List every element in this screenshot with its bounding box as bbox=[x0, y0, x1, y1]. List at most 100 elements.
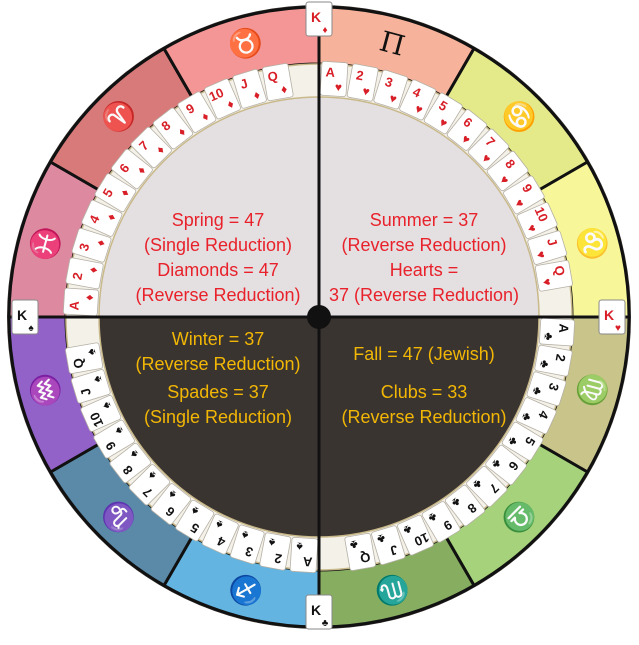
card-face bbox=[485, 444, 527, 486]
card-rank: 3 bbox=[546, 381, 562, 392]
fall-quadrant bbox=[319, 317, 539, 537]
card-face bbox=[399, 79, 437, 121]
card-face bbox=[421, 501, 461, 543]
card-face bbox=[232, 68, 267, 109]
diamond-icon: ♦ bbox=[86, 266, 101, 275]
card-face bbox=[526, 371, 567, 406]
king-card-face bbox=[11, 299, 39, 335]
quadrant-labels: Spring = 47 (Single Reduction) Diamonds … bbox=[135, 210, 519, 427]
card-spades-4: 4♠ bbox=[201, 513, 239, 555]
card-clubs-J: J♣ bbox=[371, 525, 406, 566]
card-spades-3: 3♠ bbox=[230, 524, 265, 565]
card-rank: 3 bbox=[243, 544, 254, 560]
heart-icon: ♥ bbox=[334, 80, 342, 94]
king-rank: K bbox=[604, 307, 614, 323]
card-face bbox=[230, 524, 265, 565]
card-clubs-3: 3♣ bbox=[526, 371, 567, 406]
summer-line-3: Hearts = bbox=[390, 260, 459, 280]
card-hearts-A: A♥ bbox=[319, 60, 349, 98]
card-rank: Q bbox=[266, 68, 279, 85]
card-face bbox=[130, 126, 172, 169]
card-rank: 10 bbox=[87, 410, 107, 429]
card-face bbox=[466, 465, 508, 508]
card-spades-5: 5♠ bbox=[175, 499, 215, 542]
card-spades-J: J♠ bbox=[70, 369, 111, 404]
card-rank: J bbox=[544, 236, 560, 247]
card-hearts-J: J♥ bbox=[527, 230, 568, 265]
king-card-top: K♦ bbox=[305, 1, 333, 37]
summer-quadrant bbox=[319, 97, 539, 317]
card-diamonds-Q: Q♦ bbox=[262, 63, 294, 102]
card-hearts-7: 7♥ bbox=[467, 128, 510, 170]
fall-line-3: (Reverse Reduction) bbox=[341, 407, 506, 427]
card-face bbox=[527, 230, 568, 265]
card-face bbox=[538, 317, 576, 347]
club-icon: ♣ bbox=[375, 531, 387, 547]
summer-line-1: Summer = 37 bbox=[370, 210, 479, 230]
club-icon: ♣ bbox=[322, 618, 329, 629]
card-diamonds-8: 8♦ bbox=[152, 107, 194, 150]
spade-icon: ♠ bbox=[239, 528, 250, 543]
card-diamonds-A: A♦ bbox=[62, 287, 100, 317]
card-hearts-9: 9♥ bbox=[503, 175, 545, 215]
card-rank: Q bbox=[359, 549, 372, 566]
winter-line-3: Spades = 37 bbox=[167, 382, 269, 402]
card-rank: 10 bbox=[532, 205, 552, 224]
card-face bbox=[80, 395, 122, 432]
card-face bbox=[444, 484, 486, 527]
spade-icon: ♠ bbox=[267, 535, 276, 550]
card-rank: J bbox=[78, 386, 94, 397]
card-face bbox=[201, 513, 239, 555]
fall-line-2: Clubs = 33 bbox=[381, 382, 468, 402]
card-face bbox=[344, 532, 376, 571]
spring-line-3: Diamonds = 47 bbox=[157, 260, 279, 280]
club-icon: ♣ bbox=[537, 359, 552, 369]
card-face bbox=[501, 421, 544, 461]
card-face bbox=[373, 69, 408, 110]
card-face bbox=[516, 202, 558, 239]
card-diamonds-2: 2♦ bbox=[65, 257, 104, 290]
card-face bbox=[62, 287, 100, 317]
card-face bbox=[111, 148, 153, 190]
card-rank: A bbox=[556, 323, 572, 334]
card-face bbox=[175, 499, 215, 542]
card-rank: 2 bbox=[69, 271, 85, 281]
card-face bbox=[94, 173, 137, 213]
winter-quadrant bbox=[99, 317, 319, 537]
card-face bbox=[150, 483, 192, 525]
card-diamonds-7: 7♦ bbox=[130, 126, 172, 169]
card-face bbox=[259, 532, 292, 571]
card-face bbox=[93, 419, 135, 459]
winter-line-2: (Reverse Reduction) bbox=[135, 354, 300, 374]
king-card-face bbox=[598, 299, 626, 335]
diamond-icon: ♦ bbox=[104, 211, 119, 222]
card-face bbox=[371, 525, 406, 566]
card-spades-7: 7♠ bbox=[128, 464, 171, 506]
card-rank: A bbox=[302, 554, 313, 570]
card-clubs-10: 10♣ bbox=[397, 514, 434, 556]
card-rank: J bbox=[388, 542, 399, 558]
card-hearts-10: 10♥ bbox=[516, 202, 558, 239]
card-ring: A♥2♥3♥4♥5♥6♥7♥8♥9♥10♥J♥Q♥A♣2♣3♣4♣5♣6♣7♣8… bbox=[62, 60, 576, 574]
card-rank: 10 bbox=[412, 530, 431, 550]
card-clubs-8: 8♣ bbox=[444, 484, 486, 527]
winter-line-4: (Single Reduction) bbox=[144, 407, 292, 427]
card-rank: 2 bbox=[355, 67, 365, 83]
card-clubs-6: 6♣ bbox=[485, 444, 527, 486]
heart-icon: ♥ bbox=[533, 249, 548, 260]
king-rank: K bbox=[311, 602, 321, 618]
king-rank: K bbox=[17, 307, 27, 323]
king-card-bottom: K♣ bbox=[305, 594, 333, 630]
spade-icon: ♠ bbox=[89, 374, 104, 385]
king-card-left: K♠ bbox=[11, 299, 39, 335]
card-diamonds-J: J♦ bbox=[232, 68, 267, 109]
spring-line-2: (Single Reduction) bbox=[144, 235, 292, 255]
card-rank: 2 bbox=[553, 353, 569, 363]
spade-icon: ♠ bbox=[84, 347, 99, 356]
card-face bbox=[446, 109, 488, 151]
heart-icon: ♥ bbox=[388, 91, 399, 106]
card-rank: A bbox=[325, 64, 336, 80]
card-clubs-Q: Q♣ bbox=[344, 532, 376, 571]
card-spades-8: 8♠ bbox=[109, 442, 152, 484]
card-diamonds-6: 6♦ bbox=[111, 148, 153, 190]
